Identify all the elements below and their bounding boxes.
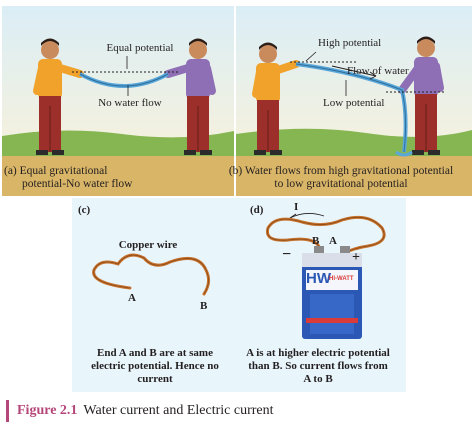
person-right-b <box>398 36 444 155</box>
high-potential-label: High potential <box>318 37 382 49</box>
hose-a-edge <box>79 73 169 87</box>
wire-c-path <box>92 253 211 296</box>
panel-d-tag: (d) <box>250 204 264 216</box>
figure-number: Figure 2.1 <box>17 403 78 418</box>
no-flow-label: No water flow <box>98 97 162 109</box>
caption-d-line2: than B. So current flows from <box>248 360 388 372</box>
battery-terminal-pos <box>340 246 350 254</box>
battery-brand: HW <box>306 270 331 287</box>
person-left-b <box>252 42 300 155</box>
battery-panel <box>310 294 354 334</box>
person-right-a <box>164 38 216 155</box>
figure-caption: Figure 2.1 Water current and Electric cu… <box>6 400 474 422</box>
flow-label: Flow of water <box>347 65 409 77</box>
battery-label-band <box>306 270 358 290</box>
panel-c-tag: (c) <box>78 204 91 216</box>
caption-b-line1: (b) Water flows from high gravitational … <box>228 165 454 177</box>
minus-sign: − <box>282 246 292 263</box>
battery-top <box>302 253 362 267</box>
flow-arrow-head <box>369 71 377 80</box>
current-label: I <box>294 201 299 213</box>
ground-a <box>2 156 234 196</box>
current-arrow-shaft <box>289 213 325 219</box>
caption-b: (b) Water flows from high gravitational … <box>210 165 472 191</box>
flow-arrow-shaft <box>331 65 377 77</box>
person-left-a <box>33 38 84 155</box>
caption-c-line1: End A and B are at same <box>97 347 213 359</box>
caption-a-line2: potential-No water flow <box>22 178 133 190</box>
caption-b-line2: to low gravitational potential <box>274 178 408 190</box>
low-potential-label: Low potential <box>323 97 385 109</box>
plus-sign: + <box>352 250 360 265</box>
battery-terminal-neg <box>314 246 324 254</box>
caption-d-line1: A is at higher electric potential <box>246 347 390 359</box>
caption-c-line2: electric potential. Hence no <box>91 360 219 372</box>
terminal-a-label: A <box>329 235 337 247</box>
battery-stripe <box>306 318 358 323</box>
end-b-label-c: B <box>200 300 208 312</box>
copper-wire-label: Copper wire <box>118 239 178 251</box>
copper-wire-c <box>92 253 211 296</box>
scene-b <box>236 6 472 196</box>
end-a-label-c: A <box>128 292 136 304</box>
water-splash <box>395 150 413 157</box>
caption-c-line3: current <box>137 373 173 385</box>
caption-a-line1: (a) Equal gravitational <box>4 165 108 177</box>
ground-b <box>236 156 472 196</box>
terminal-b-label: B <box>312 235 320 247</box>
caption-d-line3: A to B <box>303 373 333 385</box>
caption-c: End A and B are at same electric potenti… <box>80 347 230 386</box>
figure-title: Water current and Electric current <box>83 403 274 418</box>
circuit-d <box>265 213 386 339</box>
wire-c-edge <box>93 254 209 295</box>
scene-a <box>2 6 234 196</box>
caption-a: (a) Equal gravitational potential-No wat… <box>4 165 204 191</box>
caption-d: A is at higher electric potential than B… <box>238 347 398 386</box>
battery-sub: HI-WATT <box>329 276 354 282</box>
high-potential-pointer <box>305 51 317 62</box>
battery <box>302 246 362 339</box>
wire-d-edge <box>267 216 385 255</box>
hose-b-edge <box>295 63 407 153</box>
equal-potential-label: Equal potential <box>106 42 174 54</box>
